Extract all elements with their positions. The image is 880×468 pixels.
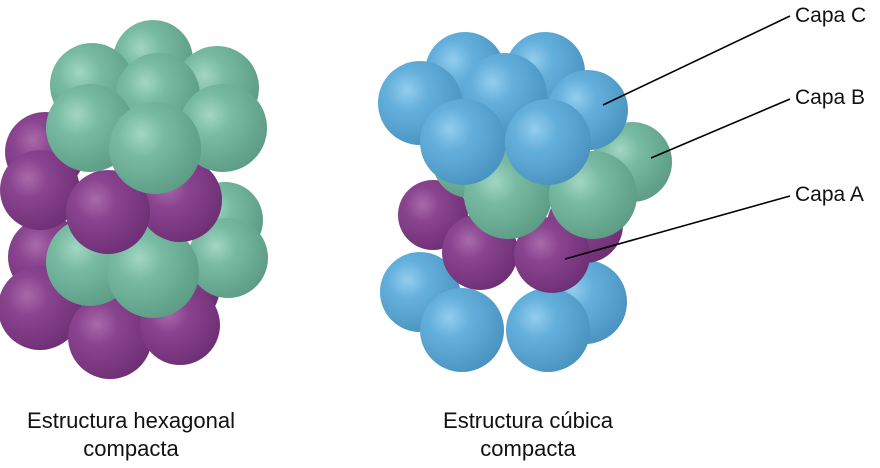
hcp-layer-b-top	[46, 20, 267, 194]
ccp-caption-line2: compacta	[480, 436, 576, 461]
label-layer-b: Capa B	[795, 86, 866, 109]
ccp-caption-line1: Estructura cúbica	[443, 408, 613, 433]
hcp-layer-a-upper	[0, 112, 222, 254]
hcp-caption-line2: compacta	[83, 436, 179, 461]
leader-line-c	[602, 15, 791, 106]
ccp-layer-c	[378, 32, 628, 185]
leader-line-b	[650, 98, 791, 159]
hcp-caption: Estructura hexagonal compacta	[0, 407, 262, 463]
ccp-layer-a-bottom	[380, 252, 627, 372]
ccp-structure	[378, 32, 672, 372]
hcp-caption-line1: Estructura hexagonal	[27, 408, 235, 433]
label-layer-c: Capa C	[795, 4, 867, 27]
hcp-structure	[0, 20, 268, 379]
label-layer-a: Capa A	[795, 183, 864, 206]
hcp-layer-b-lower	[46, 182, 268, 318]
leader-lines	[564, 15, 791, 260]
leader-line-a	[564, 195, 791, 260]
ccp-caption: Estructura cúbica compacta	[400, 407, 656, 463]
